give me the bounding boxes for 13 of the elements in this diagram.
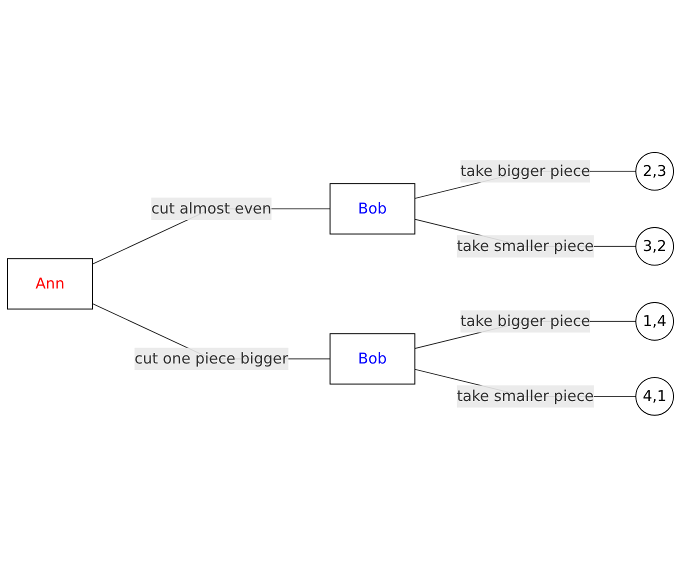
node-box: Bob [330,332,416,384]
node-circle: 4,1 [635,376,674,416]
node-circle: 1,4 [635,302,674,340]
edge-label: take bigger piece [460,312,590,330]
node-circle: 3,2 [635,226,674,266]
edge-label: take smaller piece [456,386,594,404]
edge-label: cut one piece bigger [134,349,288,367]
node-circle: 2,3 [635,152,674,190]
edge-label: cut almost even [151,199,272,217]
edge-label: take bigger piece [460,162,590,180]
node-box: Bob [330,182,416,234]
node-box: Ann [7,258,94,310]
edge-label: take smaller piece [456,236,594,254]
